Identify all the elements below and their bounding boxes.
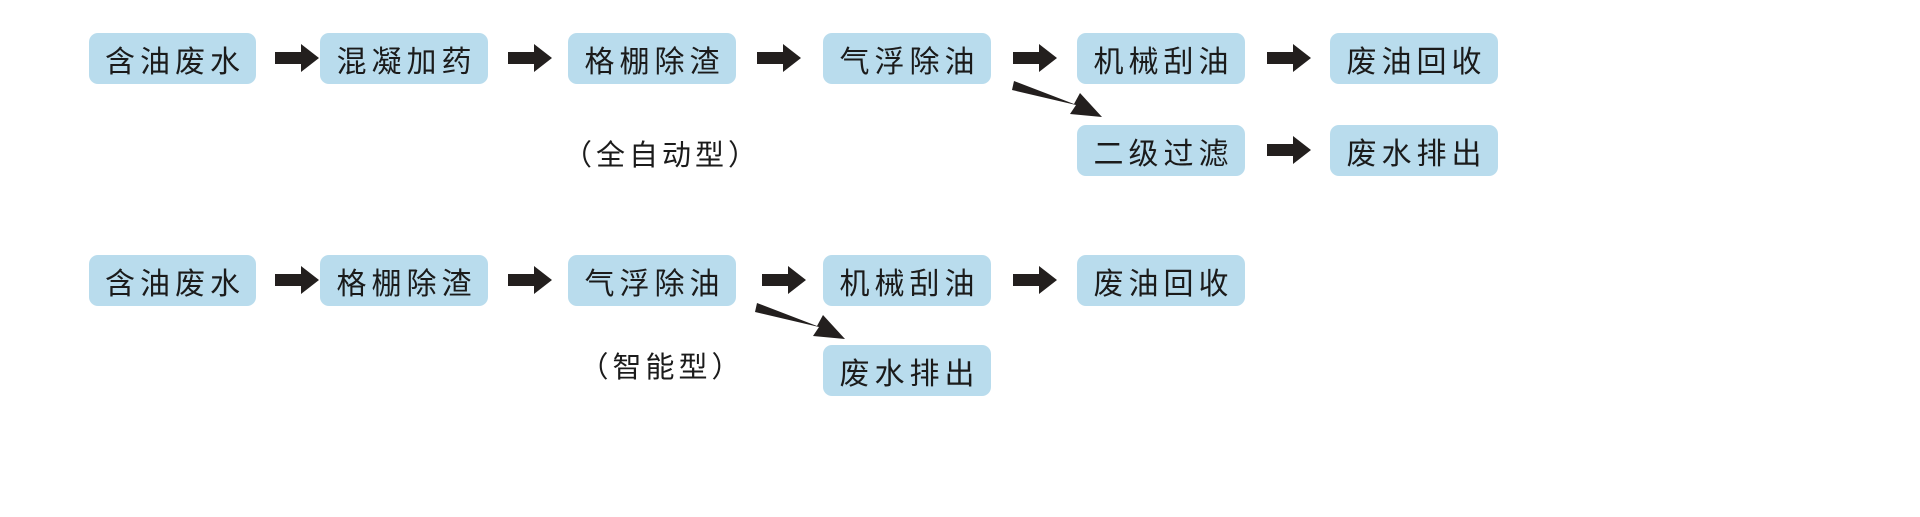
node-waste-oil-recovery-smart[interactable]: 废油回收 — [1077, 255, 1245, 306]
arrow-diagonal-down-right-icon — [755, 300, 847, 342]
arrow-right-icon — [757, 41, 801, 75]
caption-fully-automatic: （全自动型） — [563, 140, 762, 172]
caption-intelligent: （智能型） — [579, 352, 745, 384]
node-air-flotation-deoiling-smart[interactable]: 气浮除油 — [568, 255, 736, 306]
arrow-right-icon — [1267, 133, 1311, 167]
node-grid-deslagging-auto[interactable]: 格棚除渣 — [568, 33, 736, 84]
arrow-right-icon — [508, 41, 552, 75]
node-air-flotation-deoiling-auto[interactable]: 气浮除油 — [823, 33, 991, 84]
arrow-right-icon — [275, 263, 319, 297]
node-mechanical-oil-scraping-auto[interactable]: 机械刮油 — [1077, 33, 1245, 84]
node-oily-wastewater-auto[interactable]: 含油废水 — [89, 33, 256, 84]
arrow-right-icon — [275, 41, 319, 75]
node-grid-deslagging-smart[interactable]: 格棚除渣 — [320, 255, 488, 306]
node-wastewater-discharge-auto[interactable]: 废水排出 — [1330, 125, 1498, 176]
arrow-diagonal-down-right-icon — [1012, 78, 1104, 120]
node-secondary-filtration[interactable]: 二级过滤 — [1077, 125, 1245, 176]
arrow-right-icon — [508, 263, 552, 297]
arrow-right-icon — [1267, 41, 1311, 75]
node-waste-oil-recovery-auto[interactable]: 废油回收 — [1330, 33, 1498, 84]
node-coagulation-dosing[interactable]: 混凝加药 — [320, 33, 488, 84]
node-mechanical-oil-scraping-smart[interactable]: 机械刮油 — [823, 255, 991, 306]
arrow-right-icon — [762, 263, 806, 297]
arrow-right-icon — [1013, 41, 1057, 75]
arrow-right-icon — [1013, 263, 1057, 297]
node-wastewater-discharge-smart[interactable]: 废水排出 — [823, 345, 991, 396]
node-oily-wastewater-smart[interactable]: 含油废水 — [89, 255, 256, 306]
